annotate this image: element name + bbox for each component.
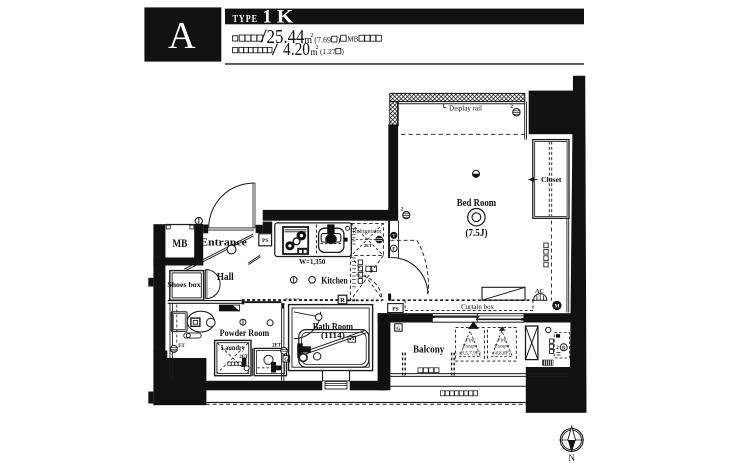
svg-text:Hall: Hall [217, 272, 234, 283]
svg-text:K: K [277, 8, 294, 28]
svg-text:M: M [554, 304, 559, 310]
svg-text:Powder Room: Powder Room [220, 328, 270, 338]
svg-text:Kitchen: Kitchen [321, 276, 348, 286]
svg-text:(1.27: (1.27 [320, 47, 336, 56]
svg-text:Bath Room: Bath Room [313, 323, 353, 333]
svg-text:MB: MB [347, 36, 358, 44]
svg-text:Refrigerator: Refrigerator [353, 228, 382, 235]
svg-text:B: B [562, 346, 566, 351]
svg-text:F: F [392, 248, 395, 253]
svg-text:R: R [340, 297, 345, 304]
svg-text:2: 2 [310, 32, 313, 39]
svg-text:MB: MB [172, 236, 187, 250]
svg-text:(3,5,7,9F): (3,5,7,9F) [460, 350, 481, 357]
svg-text:ET: ET [178, 344, 185, 349]
svg-text:T: T [392, 233, 395, 238]
svg-text:4.20: 4.20 [283, 39, 310, 59]
svg-text:Fire: Fire [497, 339, 507, 344]
svg-text:G: G [284, 358, 288, 363]
svg-text:Curtain box: Curtain box [461, 302, 494, 311]
svg-text:PS: PS [392, 306, 398, 312]
svg-text:Display rail: Display rail [449, 104, 482, 113]
svg-text:(4,6,8F): (4,6,8F) [493, 350, 510, 357]
svg-text:m: m [311, 47, 318, 57]
svg-text:PS: PS [262, 238, 268, 244]
svg-text:2ET: 2ET [272, 343, 282, 348]
svg-text:A: A [168, 15, 196, 57]
svg-text:(1114): (1114) [321, 331, 345, 340]
svg-text:): ) [338, 35, 341, 44]
svg-text:1: 1 [263, 8, 272, 28]
svg-text:Escape: Escape [494, 345, 510, 350]
svg-text:Escape: Escape [462, 345, 478, 350]
svg-text:): ) [341, 47, 344, 56]
svg-text:Closet: Closet [541, 175, 562, 184]
svg-text:(7.5J): (7.5J) [465, 228, 488, 239]
svg-text:Bed Room: Bed Room [457, 198, 497, 209]
svg-text:N: N [568, 453, 575, 463]
svg-text:AC: AC [535, 289, 544, 295]
svg-text:m: m [304, 35, 312, 46]
svg-text:G: G [396, 326, 401, 332]
svg-text:Shoes box: Shoes box [167, 281, 201, 289]
svg-text:Laundry: Laundry [221, 343, 245, 352]
svg-text:2ET: 2ET [364, 243, 372, 248]
svg-text:25.44: 25.44 [267, 26, 305, 48]
svg-text:2: 2 [316, 45, 319, 51]
svg-text:2: 2 [401, 208, 404, 213]
svg-text:(7.69: (7.69 [314, 35, 331, 44]
svg-text:2: 2 [510, 104, 513, 110]
svg-text:Balcony: Balcony [413, 344, 444, 355]
svg-text:Entrance: Entrance [200, 238, 247, 249]
svg-text:W=1,350: W=1,350 [299, 258, 325, 266]
svg-text:2: 2 [556, 346, 559, 351]
svg-text:TYPE: TYPE [233, 14, 259, 25]
svg-text:Fire: Fire [465, 339, 475, 344]
